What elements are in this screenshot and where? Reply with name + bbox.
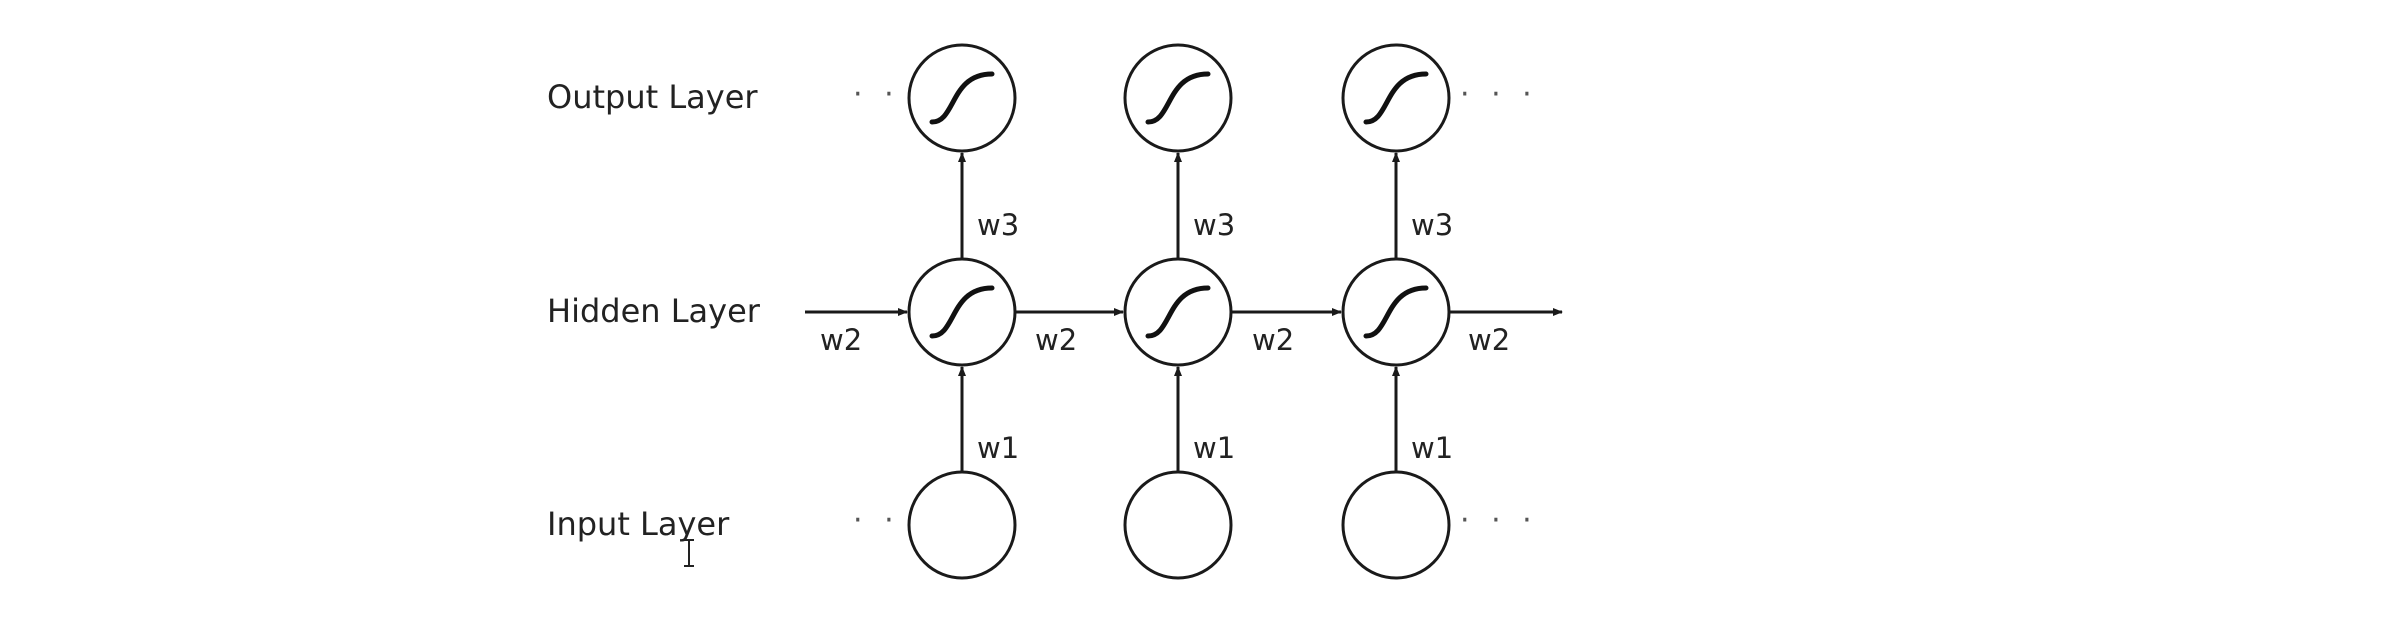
- hidden-node-3: [1341, 257, 1451, 367]
- sigmoid-icon: [929, 71, 995, 125]
- output-node-3: [1341, 43, 1451, 153]
- sigmoid-icon: [1363, 285, 1429, 339]
- w2-label-in: w2: [820, 323, 862, 357]
- w2-label-1: w2: [1035, 323, 1077, 357]
- sigmoid-icon: [929, 285, 995, 339]
- input-node-3: [1341, 470, 1451, 580]
- timestep-3: w1 w3: [1341, 43, 1453, 580]
- output-node-1: [907, 43, 1017, 153]
- w3-label-1: w3: [977, 208, 1019, 242]
- input-node-2: [1123, 470, 1233, 580]
- timestep-2: w1 w3: [1123, 43, 1235, 580]
- text-cursor-icon: [684, 539, 694, 567]
- output-node-2: [1123, 43, 1233, 153]
- input-layer-label: Input Layer: [547, 505, 730, 543]
- input-right-ellipsis: · · ·: [1460, 503, 1538, 538]
- sigmoid-icon: [1145, 71, 1211, 125]
- w1-label-1: w1: [977, 431, 1019, 465]
- w3-label-2: w3: [1193, 208, 1235, 242]
- w1-label-3: w1: [1411, 431, 1453, 465]
- output-right-ellipsis: · · ·: [1460, 77, 1538, 112]
- timestep-1: w1 w3: [907, 43, 1019, 580]
- w2-label-2: w2: [1252, 323, 1294, 357]
- w2-label-3: w2: [1468, 323, 1510, 357]
- hidden-node-2: [1123, 257, 1233, 367]
- sigmoid-icon: [1145, 285, 1211, 339]
- sigmoid-icon: [1363, 71, 1429, 125]
- output-layer-label: Output Layer: [547, 78, 758, 116]
- w1-label-2: w1: [1193, 431, 1235, 465]
- hidden-node-1: [907, 257, 1017, 367]
- input-node-1: [907, 470, 1017, 580]
- w3-label-3: w3: [1411, 208, 1453, 242]
- hidden-layer-label: Hidden Layer: [547, 292, 761, 330]
